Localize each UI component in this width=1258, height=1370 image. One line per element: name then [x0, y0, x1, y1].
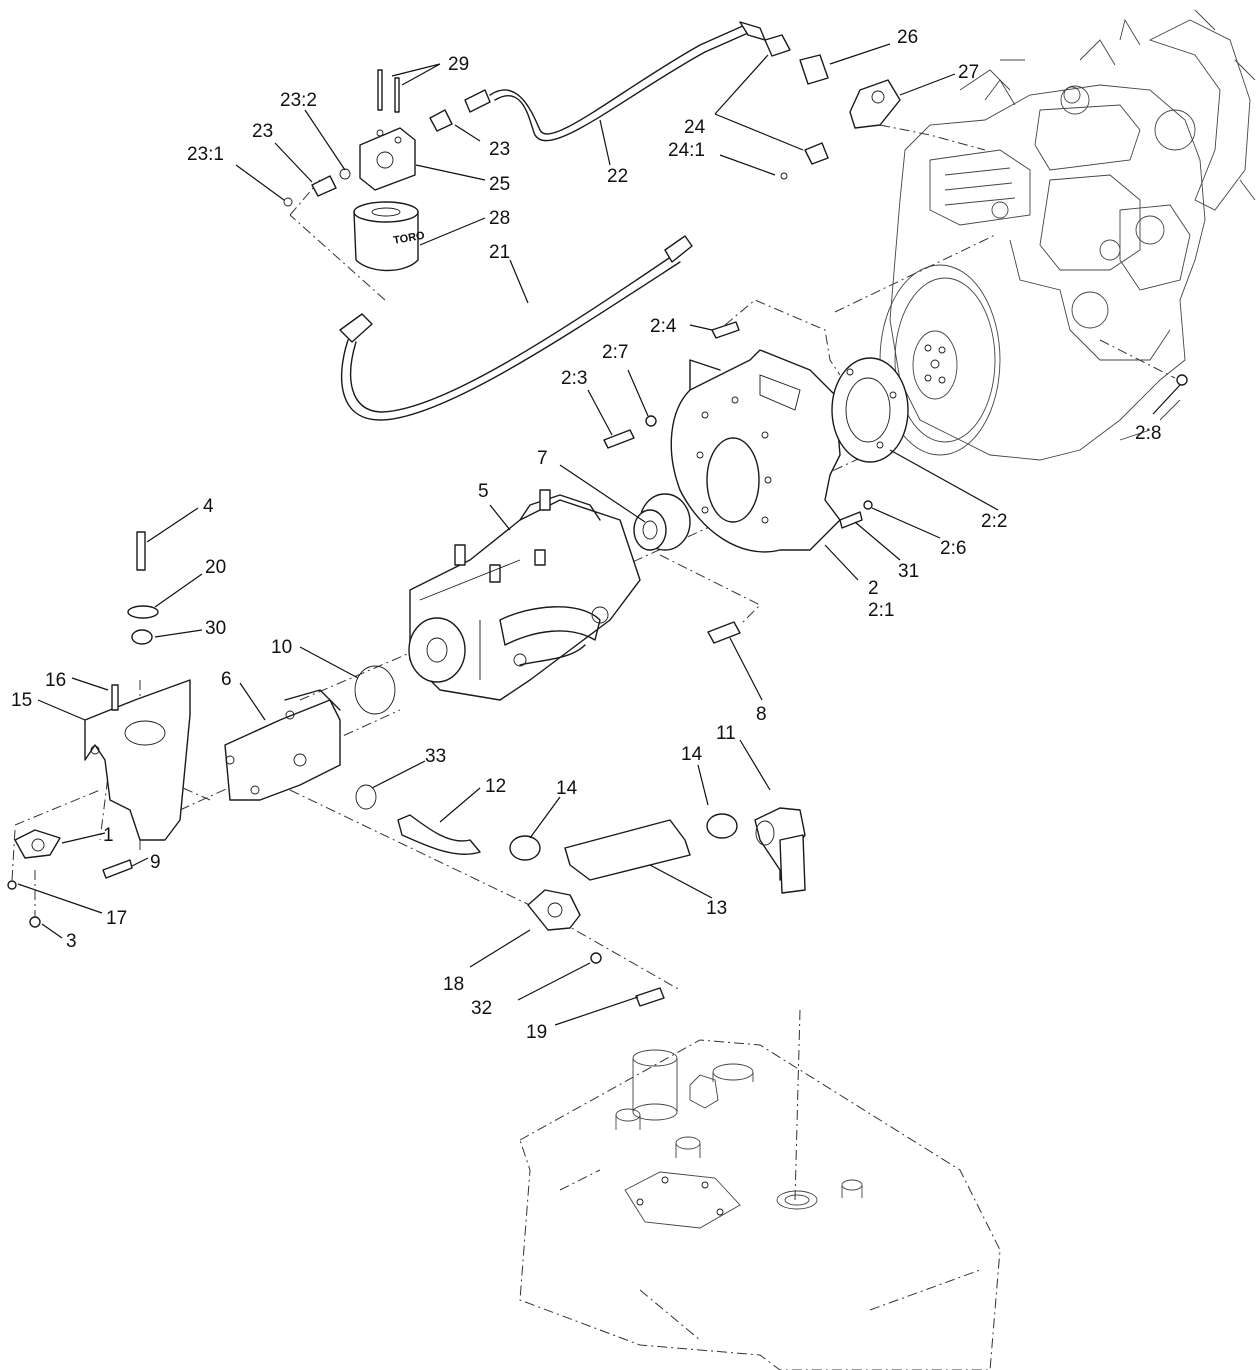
callout-14-upper: 14 [681, 744, 703, 765]
callout-2-6: 2:6 [940, 538, 966, 559]
mount-bracket-15 [84, 679, 191, 841]
callout-9: 9 [150, 852, 161, 873]
callout-2-2: 2:2 [981, 511, 1007, 532]
washer-2-7 [645, 415, 657, 427]
o-ring-23-1 [283, 197, 293, 207]
bell-housing-2 [670, 349, 841, 553]
gear-pump-6 [224, 689, 341, 801]
callout-19: 19 [526, 1022, 547, 1043]
callout-2-1: 2:1 [868, 600, 894, 621]
bolt-2-3 [603, 429, 635, 449]
bolt-9 [102, 859, 133, 879]
callout-31: 31 [898, 561, 919, 582]
o-ring-33 [355, 784, 377, 810]
callout-10: 10 [271, 637, 292, 658]
washer-2-6 [863, 500, 873, 510]
callout-13: 13 [706, 898, 727, 919]
callout-21: 21 [489, 242, 510, 263]
callout-2-3: 2:3 [561, 368, 587, 389]
callout-5: 5 [478, 481, 489, 502]
engine [879, 9, 1256, 461]
callout-2-4: 2:4 [650, 316, 677, 337]
bolts-29 [377, 69, 400, 113]
callout-27: 27 [958, 62, 979, 83]
hydrostatic-pump-5 [408, 489, 641, 701]
bolt-16 [111, 684, 119, 711]
oil-filter-28: TORO [353, 201, 426, 272]
callout-2-7: 2:7 [602, 342, 628, 363]
hose-clamp-14-lower [509, 835, 541, 861]
callout-24: 24 [684, 117, 706, 138]
elbow-fitting-11 [754, 807, 806, 894]
callout-15: 15 [11, 690, 32, 711]
callout-1: 1 [103, 825, 114, 846]
washer-32 [590, 952, 602, 964]
fitting-23-right [429, 89, 491, 132]
callout-17: 17 [106, 908, 127, 929]
callout-28: 28 [489, 208, 510, 229]
hydraulic-hose-22 [489, 21, 766, 142]
bolt-19 [635, 987, 665, 1007]
leader-lines [17, 43, 1181, 1026]
hose-fitting-12 [397, 814, 481, 855]
bolt-4 [136, 531, 146, 571]
callout-30: 30 [205, 618, 226, 639]
coupler-2-2 [831, 357, 909, 463]
bolt-2-4 [711, 321, 740, 339]
assembly-centerlines [11, 124, 1176, 1201]
callout-18: 18 [443, 974, 464, 995]
filter-head-25 [359, 127, 416, 191]
callout-23-left: 23 [252, 121, 273, 142]
nut-3 [29, 916, 41, 928]
callout-26: 26 [897, 27, 918, 48]
drive-gear-7 [633, 493, 691, 551]
callout-6: 6 [221, 669, 232, 690]
suction-hose-13 [564, 819, 691, 881]
washer-20 [127, 605, 159, 619]
callout-2: 2 [868, 578, 879, 599]
callout-25: 25 [489, 174, 510, 195]
callout-11: 11 [716, 723, 736, 744]
callout-3: 3 [66, 931, 77, 952]
callout-23-2: 23:2 [280, 90, 317, 111]
fitting-24-26-27 [764, 34, 901, 180]
nut-17 [7, 880, 17, 890]
o-ring-10 [354, 665, 396, 715]
callout-8: 8 [756, 704, 767, 725]
callout-labels: 29 26 27 23:2 23 23 23:1 24 24:1 25 22 2… [11, 27, 1161, 1043]
hydraulic-hose-21 [339, 235, 693, 421]
callout-2-8: 2:8 [1135, 423, 1161, 444]
bolt-8 [707, 621, 741, 644]
hydraulic-tank [519, 1039, 1001, 1370]
callout-20: 20 [205, 557, 226, 578]
filter-brand-text: TORO [392, 230, 426, 247]
bolt-31 [839, 511, 863, 529]
callout-12: 12 [485, 776, 506, 797]
isolator-1 [14, 829, 61, 859]
callout-14-lower: 14 [556, 778, 578, 799]
callout-16: 16 [45, 670, 66, 691]
callout-24-1: 24:1 [668, 140, 705, 161]
callout-22: 22 [607, 166, 628, 187]
callout-33: 33 [425, 746, 446, 767]
callout-23-1: 23:1 [187, 144, 224, 165]
spacer-30 [131, 629, 153, 645]
nut-2-8 [1176, 374, 1188, 386]
callout-23-right: 23 [489, 139, 510, 160]
fitting-23-left [311, 168, 351, 197]
callout-7: 7 [537, 448, 548, 469]
callout-4: 4 [203, 496, 214, 517]
callout-32: 32 [471, 998, 492, 1019]
flange-18 [527, 889, 581, 931]
hose-clamp-14-upper [706, 813, 738, 839]
callout-29: 29 [448, 54, 469, 75]
